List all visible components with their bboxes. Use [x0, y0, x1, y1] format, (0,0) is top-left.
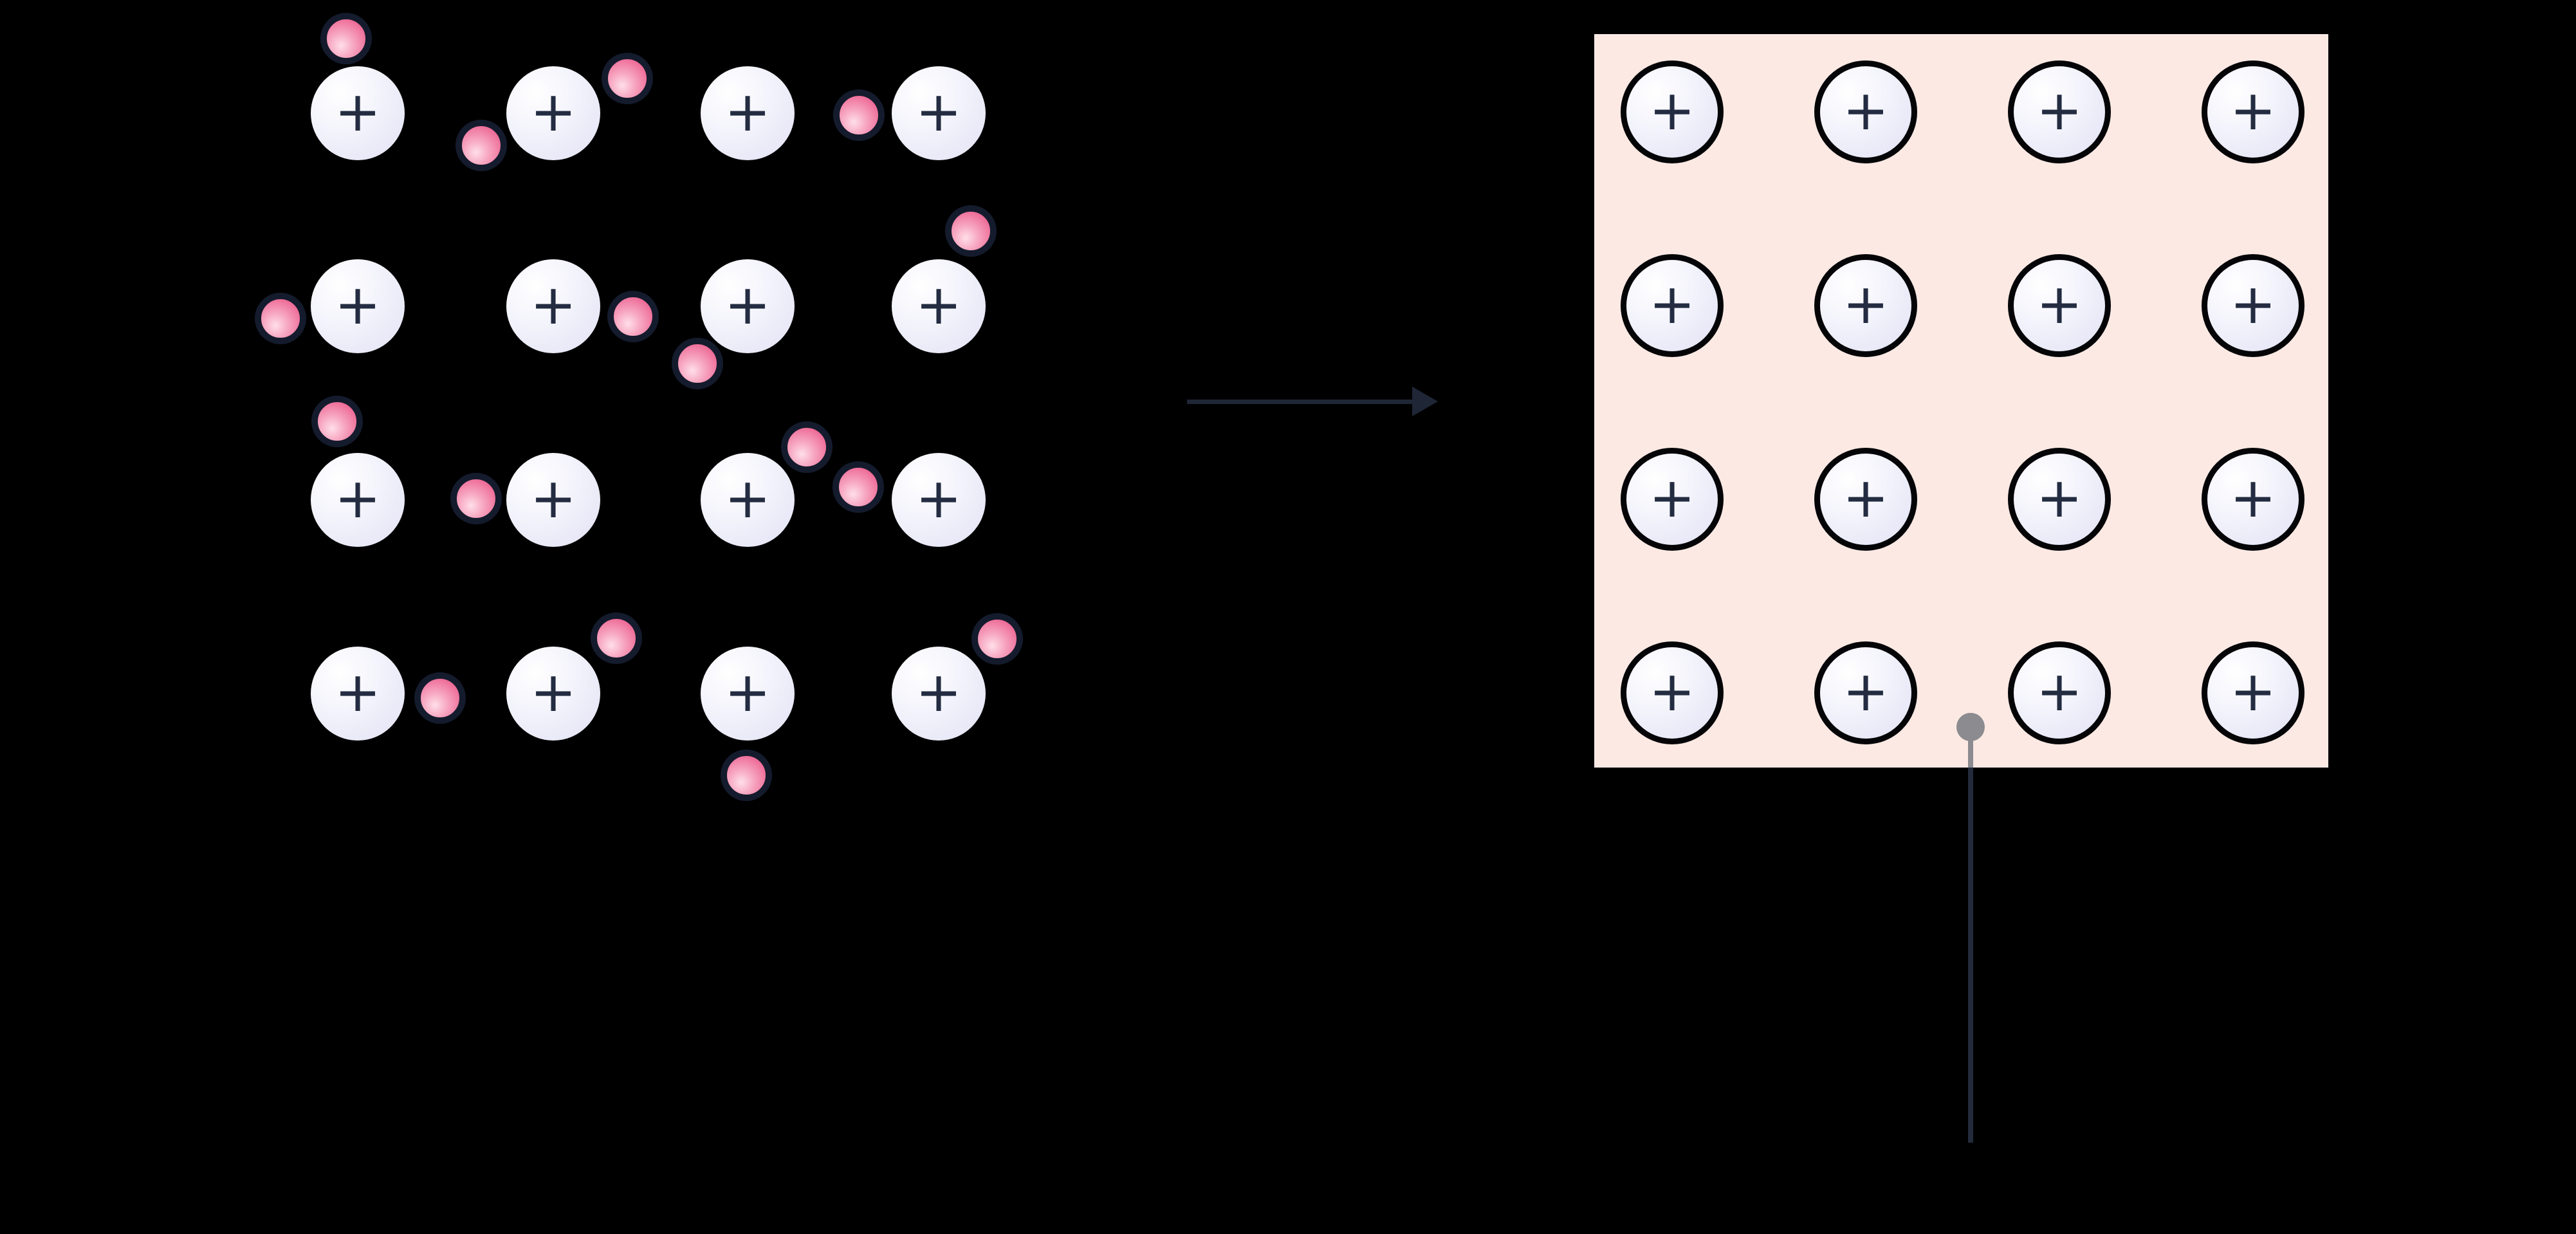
electron — [945, 205, 997, 257]
plus-symbol: + — [334, 80, 382, 144]
plus-symbol: + — [724, 660, 771, 724]
electron — [672, 338, 723, 389]
positive-ion: + — [892, 66, 986, 160]
plus-symbol: + — [915, 80, 962, 144]
plus-symbol: + — [529, 80, 577, 144]
electron — [311, 396, 363, 447]
positive-ion: + — [701, 66, 795, 160]
electron — [255, 293, 306, 344]
plus-symbol: + — [334, 660, 382, 724]
positive-ion: + — [701, 259, 795, 353]
plus-symbol: + — [915, 273, 962, 337]
electron — [721, 750, 772, 801]
positive-ion: + — [506, 453, 600, 547]
electron — [607, 291, 659, 342]
transition-arrow-head-icon — [1412, 387, 1438, 416]
plus-symbol: + — [724, 466, 771, 531]
plus-symbol: + — [334, 466, 382, 531]
positive-ion: + — [311, 453, 405, 547]
positive-ion: + — [506, 259, 600, 353]
electron — [833, 461, 884, 513]
positive-ion: + — [311, 259, 405, 353]
electron — [591, 612, 642, 664]
electron — [414, 672, 466, 724]
positive-ion: + — [701, 647, 795, 741]
electron — [781, 421, 833, 473]
electron — [320, 13, 372, 64]
plus-symbol: + — [529, 273, 577, 337]
electron — [602, 53, 653, 104]
electron — [833, 89, 885, 141]
electron — [450, 473, 502, 524]
positive-ion: + — [892, 453, 986, 547]
ordered-lattice-box — [1594, 34, 2328, 768]
plus-symbol: + — [915, 660, 962, 724]
plus-symbol: + — [529, 466, 577, 531]
positive-ion: + — [892, 259, 986, 353]
plus-symbol: + — [334, 273, 382, 337]
positive-ion: + — [506, 647, 600, 741]
positive-ion: + — [311, 66, 405, 160]
positive-ion: + — [311, 647, 405, 741]
plus-symbol: + — [724, 80, 771, 144]
positive-ion: + — [892, 647, 986, 741]
positive-ion: + — [506, 66, 600, 160]
pointer-line — [1968, 727, 1973, 1143]
plus-symbol: + — [724, 273, 771, 337]
plus-symbol: + — [915, 466, 962, 531]
positive-ion: + — [701, 453, 795, 547]
transition-arrow-shaft — [1187, 399, 1412, 404]
pointer-dot — [1956, 713, 1985, 741]
electron — [455, 120, 507, 171]
electron — [971, 613, 1023, 665]
plus-symbol: + — [529, 660, 577, 724]
